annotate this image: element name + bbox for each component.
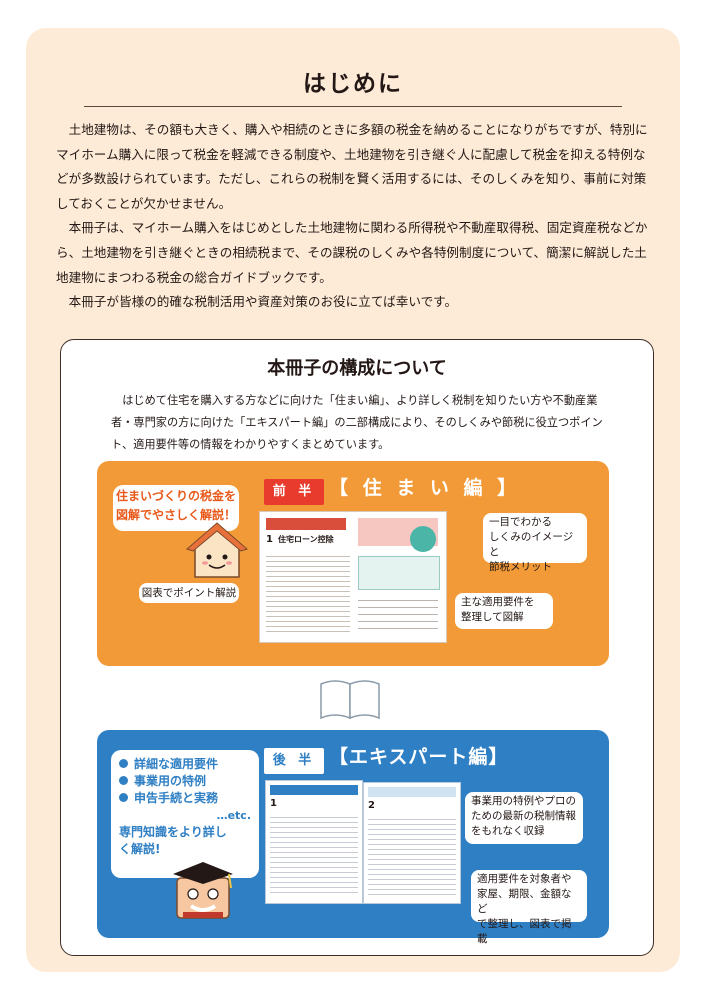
preview-left-text-lines (270, 813, 358, 897)
second-half-callout-latest: 事業用の特例やプロの ための最新の税制情報 をもれなく収録 (465, 792, 583, 844)
second-half-page-left: 1 (265, 780, 363, 904)
callout-latest-line-3: をもれなく収録 (471, 825, 545, 837)
intro-paragraph-1: 土地建物は、その額も大きく、購入や相続のときに多額の税金を納めることになりがちで… (56, 122, 648, 211)
preview-left-header (270, 785, 358, 795)
feature-item-3: 申告手続と実務 (119, 790, 251, 807)
callout-image-line-2: しくみのイメージと (489, 531, 574, 558)
preview-header-bar (266, 518, 346, 530)
first-half-callout-chart: 図表でポイント解説 (139, 583, 239, 603)
second-half-callout-sorted: 適用要件を対象者や 家屋、期限、金額など で整理し、図表で掲載 (471, 870, 587, 945)
second-half-page-right: 2 (363, 782, 461, 904)
second-half-heading: 【エキスパート編】 (329, 746, 509, 768)
house-mascot-icon (186, 522, 248, 578)
bullet-icon (119, 776, 128, 785)
professor-mascot-icon (173, 862, 233, 919)
callout-sorted-line-1: 適用要件を対象者や (477, 873, 572, 885)
bullet-icon (119, 793, 128, 802)
callout-sorted-line-3: で整理し、図表で掲載 (477, 918, 572, 945)
intro-panel: はじめに 土地建物は、その額も大きく、購入や相続のときに多額の税金を納めることに… (26, 28, 680, 972)
callout-requirements-line-2: 整理して図解 (461, 611, 524, 623)
first-half-callout-main: 住まいづくりの税金を 図解でやさしく解説！ (113, 485, 239, 531)
structure-description-text: はじめて住宅を購入する方などに向けた「住まい編」、より詳しく税制を知りたい方や不… (111, 394, 603, 451)
preview-right-page-number: 2 (368, 800, 375, 811)
structure-description: はじめて住宅を購入する方などに向けた「住まい編」、より詳しく税制を知りたい方や不… (111, 390, 611, 456)
callout-main-line-1: 住まいづくりの税金を (115, 489, 236, 503)
intro-paragraph-2: 本冊子は、マイホーム購入をはじめとした土地建物に関わる所得税や不動産取得税、固定… (56, 220, 648, 285)
callout-sorted-line-2: 家屋、期限、金額など (477, 888, 572, 915)
title-rule (84, 106, 622, 107)
second-half-feature-list: 詳細な適用要件 事業用の特例 申告手続と実務 …etc. 専門知識をより詳し く… (111, 750, 259, 878)
preview-right-text-lines (368, 815, 456, 897)
callout-latest-line-2: ための最新の税制情報 (471, 810, 576, 822)
preview-page-heading: 住宅ローン控除 (278, 535, 334, 544)
second-half-tag: 後 半 (264, 748, 324, 774)
first-half-heading: 【 住 ま い 編 】 (329, 477, 521, 499)
feature-item-2: 事業用の特例 (119, 773, 251, 790)
bullet-icon (119, 759, 128, 768)
callout-main-line-2: 図解でやさしく解説！ (115, 508, 236, 522)
callout-image-line-3: 節税メリット (489, 561, 552, 573)
feature-item-1: 詳細な適用要件 (119, 756, 251, 773)
open-book-icon (320, 680, 380, 720)
first-half-page-preview: 1 住宅ローン控除 (259, 511, 447, 643)
callout-image-line-1: 一目でわかる (489, 516, 552, 528)
callout-requirements-line-1: 主な適用要件を (461, 596, 535, 608)
first-half-callout-requirements: 主な適用要件を 整理して図解 (455, 593, 553, 629)
preview-right-header (368, 787, 456, 797)
first-half-callout-image: 一目でわかる しくみのイメージと 節税メリット (483, 513, 587, 573)
page-title: はじめに (303, 71, 403, 97)
structure-box: 本冊子の構成について はじめて住宅を購入する方などに向けた「住まい編」、より詳し… (60, 339, 654, 956)
feature-summary-line-2: く解説! (119, 842, 161, 856)
callout-latest-line-1: 事業用の特例やプロの (471, 795, 576, 807)
preview-badge-icon (410, 526, 436, 552)
structure-title: 本冊子の構成について (267, 358, 447, 379)
first-half-section: 前 半 【 住 ま い 編 】 住まいづくりの税金を 図解でやさしく解説！ 図表… (97, 461, 609, 666)
preview-diagram (358, 556, 440, 590)
feature-etc: …etc. (216, 809, 251, 822)
intro-text: 土地建物は、その額も大きく、購入や相続のときに多額の税金を納めることになりがちで… (56, 118, 650, 315)
preview-text-lines (266, 552, 350, 632)
intro-paragraph-3: 本冊子が皆様の的確な税制活用や資産対策のお役に立てば幸いです。 (68, 294, 458, 310)
feature-summary-line-1: 専門知識をより詳し (119, 825, 227, 839)
preview-table (358, 594, 438, 632)
second-half-section: 後 半 【エキスパート編】 詳細な適用要件 事業用の特例 申告手続と実務 …et… (97, 730, 609, 945)
preview-page-number: 1 (266, 534, 273, 545)
preview-left-page-number: 1 (270, 798, 277, 809)
first-half-tag: 前 半 (264, 479, 324, 505)
